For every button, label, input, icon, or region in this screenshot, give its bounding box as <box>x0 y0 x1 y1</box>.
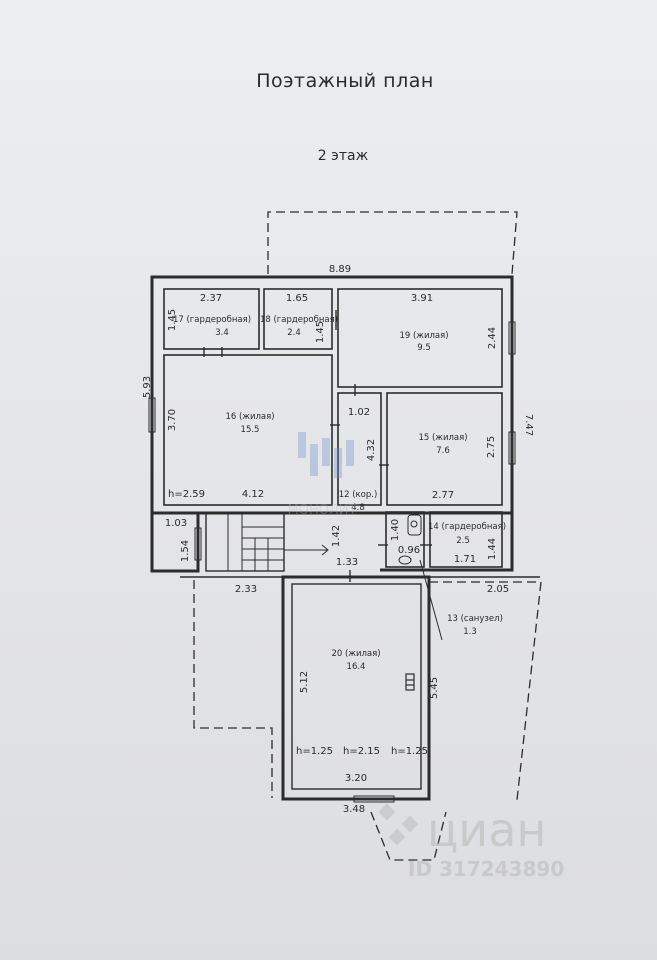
exterior-wall-lower <box>150 513 200 573</box>
room-14-area: 2.5 <box>456 536 470 546</box>
room-15-name: 15 (жилая) <box>418 433 467 443</box>
dim-room-16-height: 3.70 <box>167 409 178 431</box>
exterior-wall-right <box>380 513 514 572</box>
room-19-outline <box>337 288 503 388</box>
room-12-outline <box>337 392 382 506</box>
dim-room-18-width: 1.65 <box>286 293 308 304</box>
room-17-name: 17 (гардеробная) <box>173 315 251 325</box>
radiator-icon <box>405 673 415 691</box>
dim-room-18-height: 1.45 <box>315 321 326 343</box>
dim-room-16-ceiling: h=2.59 <box>168 489 205 500</box>
room-16-name: 16 (жилая) <box>225 412 274 422</box>
room-20-inner <box>291 583 422 790</box>
dim-stair-b: 1.54 <box>180 540 191 562</box>
dim-overall-width: 8.89 <box>329 264 351 275</box>
dim-balcony-left: 2.33 <box>235 584 257 595</box>
door-marks <box>203 310 432 582</box>
room-13-area: 1.3 <box>463 627 477 637</box>
room-13-name: 13 (санузел) <box>447 614 503 624</box>
room-20-outline <box>281 575 431 801</box>
toilet-fixture <box>398 514 422 565</box>
dim-room-16-width: 4.12 <box>242 489 264 500</box>
dim-stair-d: 1.33 <box>336 557 358 568</box>
dim-room-17-width: 2.37 <box>200 293 222 304</box>
staircase <box>205 512 329 572</box>
room-13-leader <box>419 559 443 641</box>
dim-room-14-height: 1.44 <box>487 538 498 560</box>
ceiling-height-right: h=1.25 <box>391 746 428 757</box>
dim-room-20-height-outer: 5.45 <box>429 677 440 699</box>
brand-watermark: циан ID 317243890 <box>378 803 564 881</box>
room-12-name: 12 (кор.) <box>339 490 378 500</box>
room-19-area: 9.5 <box>417 343 431 353</box>
brand-watermark-text: циан <box>427 803 546 857</box>
dim-room-19-height: 2.44 <box>487 327 498 349</box>
room-18-name: 18 (гардеробная) <box>260 315 338 325</box>
dim-left-height: 5.93 <box>142 376 153 398</box>
dim-balcony-right: 2.05 <box>487 584 509 595</box>
dim-room-13-width: 0.96 <box>398 545 420 556</box>
room-15-area: 7.6 <box>436 446 450 456</box>
dim-stair-a: 1.03 <box>165 518 187 529</box>
dim-room-20-width: 3.20 <box>345 773 367 784</box>
dim-room-20-height: 5.12 <box>299 671 310 693</box>
dim-stair-c: 1.42 <box>331 525 342 547</box>
dim-room-14-width: 1.71 <box>454 554 476 565</box>
room-18-outline <box>263 288 333 350</box>
ceiling-height-center: h=2.15 <box>343 746 380 757</box>
agency-logo-icon <box>298 432 354 478</box>
dim-right-height: 7.47 <box>523 414 534 436</box>
bay-outline-bottom <box>370 811 447 861</box>
room-14-outline <box>429 511 503 568</box>
room-20-area: 16.4 <box>347 662 366 672</box>
listing-id-watermark: ID 317243890 <box>408 857 564 881</box>
balcony-outline-left <box>193 580 273 798</box>
windows <box>148 321 516 803</box>
room-17-outline <box>163 288 260 350</box>
agency-watermark-text: МОНОЛИТ <box>288 503 357 518</box>
ceiling-height-left: h=1.25 <box>296 746 333 757</box>
dim-corridor-height: 4.32 <box>366 439 377 461</box>
dim-bottom-width: 3.48 <box>343 804 365 815</box>
room-19-name: 19 (жилая) <box>399 331 448 341</box>
dim-room-15-width: 2.77 <box>432 490 454 501</box>
dim-room-15-height: 2.75 <box>486 436 497 458</box>
dim-room-19-width: 3.91 <box>411 293 433 304</box>
dim-corridor-width: 1.02 <box>348 407 370 418</box>
balcony-outline-right <box>429 581 542 801</box>
brand-logo-icon <box>378 803 419 846</box>
room-16-area: 15.5 <box>241 425 260 435</box>
dim-room-13-height: 1.40 <box>390 519 401 541</box>
agency-watermark: МОНОЛИТ <box>288 432 357 518</box>
floor-label: 2 этаж <box>318 148 369 164</box>
terrace-outline-top <box>267 211 518 275</box>
room-17-area: 3.4 <box>215 328 229 338</box>
room-12-area: 4.8 <box>351 503 365 513</box>
room-14-name: 14 (гардеробная) <box>428 522 506 532</box>
room-15-outline <box>386 392 503 506</box>
room-16-outline <box>163 354 333 506</box>
plan-title: Поэтажный план <box>256 70 434 92</box>
dim-room-17-height: 1.45 <box>167 309 178 331</box>
room-18-area: 2.4 <box>287 328 301 338</box>
room-13-outline <box>385 511 425 568</box>
room-20-name: 20 (жилая) <box>331 649 380 659</box>
